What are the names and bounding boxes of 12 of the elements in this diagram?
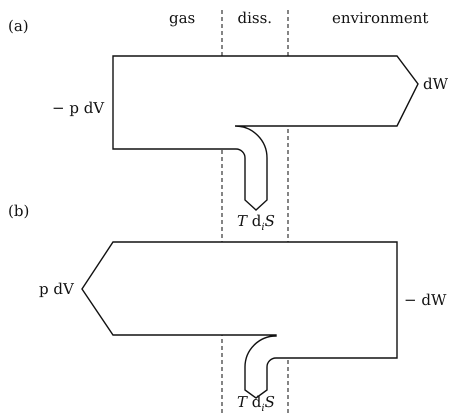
- flow-label: − p dV: [52, 99, 104, 117]
- panel-label: (b): [8, 202, 30, 220]
- flow-label: − dW: [404, 291, 446, 309]
- column-header: diss.: [238, 9, 272, 27]
- flow-label: p dV: [39, 280, 74, 298]
- panel-label: (a): [8, 17, 29, 35]
- flow-label: T d$_{i}$S: [237, 392, 275, 415]
- column-header: gas: [169, 9, 196, 27]
- sankey-arrow: [112, 55, 419, 211]
- column-header: environment: [332, 9, 428, 27]
- flow-label: T d$_{i}$S: [237, 212, 275, 234]
- flow-label: dW: [423, 75, 448, 93]
